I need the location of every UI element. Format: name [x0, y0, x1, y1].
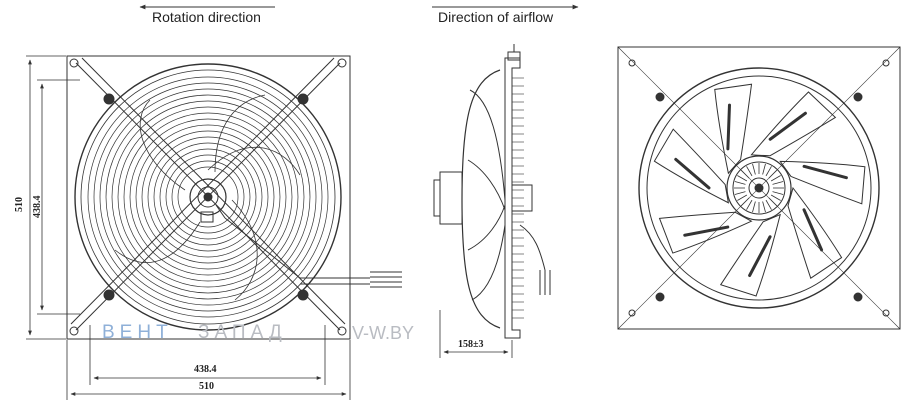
- grill-struts: [70, 57, 346, 331]
- frame-profile: [504, 57, 521, 339]
- mounting-holes: [69, 58, 347, 336]
- corner-holes-rear: [628, 59, 890, 317]
- dim-height-outer: 510: [14, 197, 25, 212]
- dim-height-inner: 438.4: [32, 195, 43, 219]
- impeller-blades: [653, 83, 866, 297]
- dim-width-outer: 510: [199, 381, 214, 392]
- dim-depth: 158±3: [458, 339, 484, 350]
- motor-hub: [189, 178, 227, 216]
- grill-ribs-profile: [512, 77, 524, 319]
- power-cable: [200, 204, 402, 288]
- watermark-part1: ВЕНТ: [102, 322, 173, 343]
- watermark-url: V-W.BY: [352, 323, 415, 343]
- rear-view-impeller: [617, 46, 901, 330]
- airflow-direction-label: Direction of airflow: [438, 9, 554, 25]
- dim-width-inner: 438.4: [194, 364, 217, 375]
- rotor-hub: [726, 155, 792, 221]
- side-view-profile: [433, 44, 551, 358]
- mounting-frame: [66, 55, 351, 340]
- watermark-part2: ЗАПАД: [198, 322, 287, 343]
- venturi-ring: [638, 67, 880, 309]
- rotation-direction-label: Rotation direction: [152, 9, 261, 25]
- grill-rings: [87, 76, 329, 318]
- dimension-lines-front: [26, 55, 351, 400]
- blade-outlines: [114, 94, 301, 301]
- grill-outer-ring: [74, 63, 342, 331]
- hub-fins: [734, 163, 784, 213]
- rear-mounting-frame: [617, 46, 901, 330]
- front-view-grill: [26, 55, 402, 400]
- motor-body-profile: [439, 171, 463, 225]
- dimension-lines-side: [439, 310, 513, 358]
